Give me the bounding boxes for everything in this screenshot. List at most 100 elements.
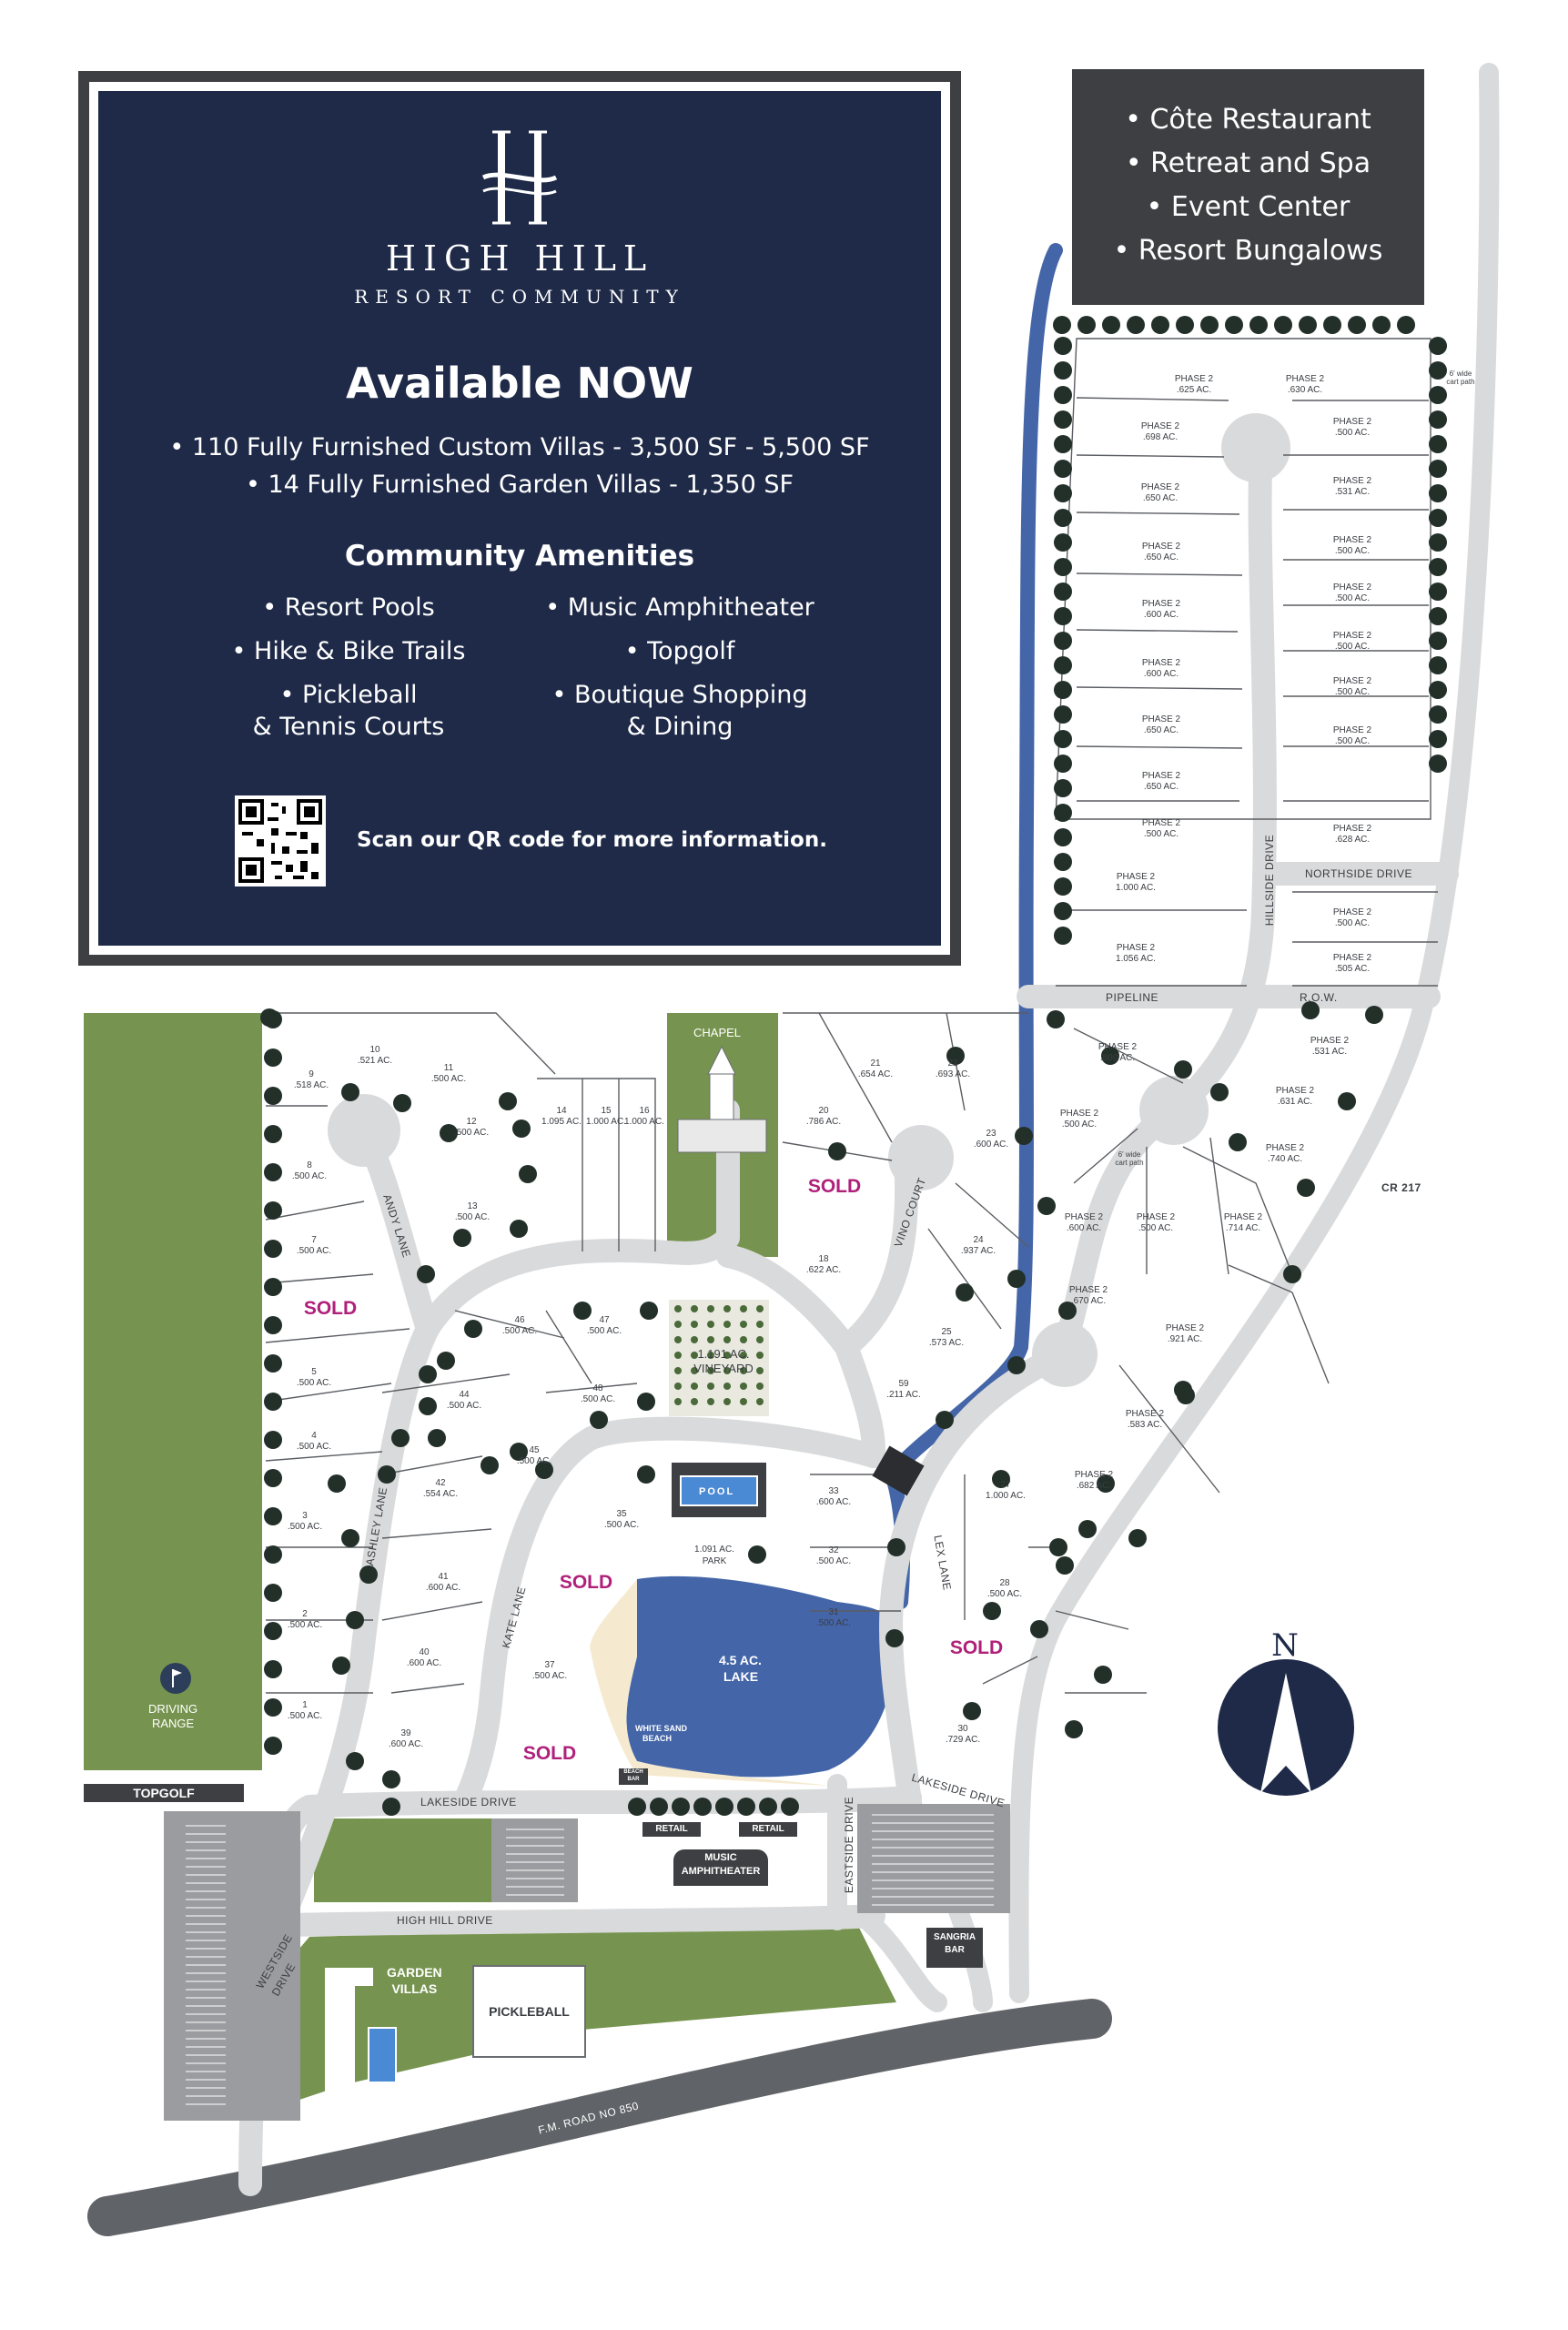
tree-icon	[1030, 1620, 1048, 1638]
beach-label: WHITE SAND	[635, 1724, 687, 1733]
lot-label: 31.500 AC.	[815, 1607, 852, 1628]
lot-label: 32.500 AC.	[815, 1545, 852, 1566]
tree-icon	[1053, 316, 1071, 334]
phase-lot-label: PHASE 2.921 AC.	[1165, 1323, 1205, 1344]
qr-code[interactable]	[235, 795, 326, 886]
phase-lot-label: PHASE 2.630 AC.	[1285, 374, 1325, 395]
resort-feature-item: • Retreat and Spa	[1125, 147, 1371, 179]
vine-icon	[723, 1305, 731, 1312]
tree-icon	[264, 1354, 282, 1373]
vine-icon	[756, 1383, 764, 1390]
tree-icon	[332, 1656, 350, 1675]
amenity-item: • Music Amphitheater	[545, 593, 814, 622]
lot-label: 23.600 AC.	[973, 1129, 1009, 1150]
amenity-item: & Tennis Courts	[252, 713, 445, 741]
tree-icon	[419, 1397, 437, 1415]
garden-villas-building	[325, 1968, 373, 2143]
tree-icon	[264, 1316, 282, 1334]
vine-icon	[707, 1336, 714, 1343]
tree-icon	[759, 1798, 777, 1816]
phase-lot-label: PHASE 2.698 AC.	[1140, 421, 1180, 442]
vine-icon	[674, 1398, 682, 1405]
tree-icon	[1151, 316, 1169, 334]
tree-icon	[748, 1545, 766, 1564]
lake-label: 4.5 AC.	[719, 1653, 762, 1667]
phase-lot-label: PHASE 2.531 AC.	[1332, 476, 1372, 497]
lot-label: 13.500 AC.	[454, 1201, 491, 1222]
tree-icon	[1429, 632, 1447, 650]
tree-icon	[983, 1602, 1001, 1620]
park-label: 1.091 AC.	[694, 1545, 734, 1555]
lot-label: 42.554 AC.	[422, 1478, 459, 1499]
parking-lot-east	[857, 1804, 1010, 1913]
tree-icon	[1015, 1127, 1033, 1145]
pool-label: POOL	[699, 1486, 735, 1497]
vine-icon	[756, 1336, 764, 1343]
pipeline-cul-de-sac	[1139, 1076, 1209, 1145]
tree-icon	[946, 1047, 965, 1065]
tree-icon	[1054, 361, 1072, 380]
bridge	[872, 1445, 925, 1496]
tree-icon	[264, 1393, 282, 1411]
lot-label: 37.500 AC.	[531, 1660, 568, 1681]
tree-icon	[264, 1125, 282, 1143]
tree-icon	[264, 1584, 282, 1602]
vine-icon	[674, 1367, 682, 1374]
tree-icon	[437, 1352, 455, 1370]
tree-icon	[393, 1094, 411, 1112]
tree-icon	[828, 1142, 846, 1160]
vine-icon	[723, 1367, 731, 1374]
tree-icon	[1429, 705, 1447, 724]
lot-label: 59.211 AC.	[886, 1379, 921, 1400]
park-label: PARK	[702, 1556, 727, 1566]
lot-label: 21.654 AC.	[857, 1059, 894, 1079]
tree-icon	[391, 1429, 410, 1447]
tree-icon	[1429, 361, 1447, 380]
phase-lot-label: PHASE 2.500 AC.	[1332, 582, 1372, 603]
tree-icon	[510, 1220, 528, 1238]
tree-icon	[1283, 1265, 1301, 1283]
tree-icon	[264, 1201, 282, 1220]
tree-icon	[590, 1411, 608, 1429]
tree-icon	[1077, 316, 1096, 334]
phase-lot-label: PHASE 2.600 AC.	[1141, 599, 1181, 620]
vine-icon	[691, 1352, 698, 1359]
tree-icon	[885, 1629, 904, 1647]
tree-icon	[963, 1702, 981, 1720]
road-label-lakeside-west: LAKESIDE DRIVE	[420, 1796, 517, 1808]
road-label-pipeline: PIPELINE	[1106, 991, 1159, 1004]
tree-icon	[1047, 1010, 1065, 1028]
road-label-eastside: EASTSIDE DRIVE	[843, 1796, 856, 1894]
tree-icon	[637, 1465, 655, 1484]
tree-icon	[1210, 1083, 1229, 1101]
tree-icon	[264, 1278, 282, 1296]
brand-title: HIGH HILL	[385, 238, 654, 279]
lot-label: 11.500 AC.	[430, 1063, 467, 1084]
tree-icon	[1007, 1356, 1026, 1374]
vine-icon	[674, 1321, 682, 1328]
tree-icon	[1323, 316, 1341, 334]
phase-lot-label: PHASE 2.531 AC.	[1310, 1036, 1350, 1057]
brand-subtitle: RESORT COMMUNITY	[354, 286, 685, 308]
tree-icon	[417, 1265, 435, 1283]
topgolf-label: TOPGOLF	[84, 1784, 244, 1802]
lot-label: 18.622 AC.	[805, 1254, 842, 1275]
road-label-cr217: CR 217	[1381, 1181, 1421, 1194]
tree-icon	[1058, 1302, 1077, 1320]
tree-icon	[510, 1443, 528, 1461]
tree-icon	[1372, 316, 1391, 334]
lot-label: 46.500 AC.	[501, 1315, 538, 1336]
phase-lot-label: PHASE 2.500 AC.	[1332, 676, 1372, 697]
tree-icon	[264, 1048, 282, 1067]
tree-icon	[1056, 1556, 1074, 1575]
tree-icon	[1054, 460, 1072, 478]
tree-icon	[341, 1529, 359, 1547]
compass-north-label: N	[1271, 1627, 1299, 1664]
vine-icon	[691, 1383, 698, 1390]
lot-label: 44.500 AC.	[446, 1390, 482, 1411]
tree-icon	[1397, 316, 1415, 334]
trees	[260, 316, 1447, 1816]
